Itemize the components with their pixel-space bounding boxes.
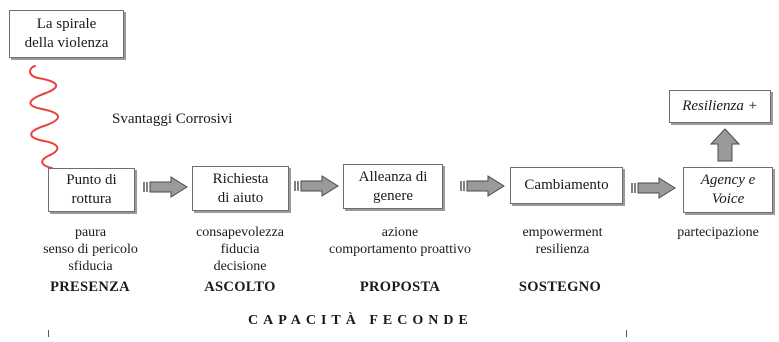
footer-right-tick	[626, 330, 627, 337]
stage-2-detail: fiducia	[220, 242, 260, 257]
stage-3-details: azione comportamento proattivo	[315, 224, 485, 258]
stage-4-detail: empowerment	[522, 225, 603, 240]
stage-5-detail: partecipazione	[677, 225, 759, 240]
right-arrow-icon	[294, 175, 339, 197]
resilience-label: Resilienza +	[682, 98, 758, 114]
stage-box-cambiamento: Cambiamento	[510, 167, 623, 204]
spiral-title-line-2: della violenza	[24, 35, 109, 51]
right-arrow-icon	[143, 176, 188, 198]
caption-ascolto: ASCOLTO	[204, 279, 276, 295]
resilience-box: Resilienza +	[669, 90, 771, 123]
up-arrow-icon	[709, 128, 741, 162]
stage-3-detail: comportamento proattivo	[329, 242, 471, 257]
stage-box-richiesta-di-aiuto: Richiesta di aiuto	[192, 166, 289, 211]
spiral-title-box: La spirale della violenza	[9, 10, 124, 58]
stage-1-line-2: rottura	[71, 191, 112, 207]
stage-box-agency-e-voice: Agency e Voice	[683, 167, 773, 213]
stage-1-details: paura senso di pericolo sfiducia	[18, 224, 163, 275]
stage-3-line-1: Alleanza di	[358, 168, 428, 185]
stage-1-line-1: Punto di	[66, 172, 117, 188]
stage-4-details: empowerment resilienza	[510, 224, 615, 258]
stage-box-alleanza-di-genere: Alleanza di genere	[343, 164, 443, 209]
stage-2-detail: decisione	[213, 259, 267, 274]
stage-3-line-2: genere	[373, 187, 413, 204]
stage-5-details: partecipazione	[662, 224, 774, 241]
stage-2-line-1: Richiesta	[212, 170, 269, 187]
stage-1-detail: paura	[74, 225, 107, 240]
right-arrow-icon	[460, 175, 505, 197]
stage-1-detail: senso di pericolo	[43, 242, 138, 257]
stage-3-detail: azione	[381, 225, 419, 240]
caption-sostegno: SOSTEGNO	[518, 279, 602, 295]
stage-2-details: consapevolezza fiducia decisione	[175, 224, 305, 275]
stage-2-detail: consapevolezza	[196, 225, 284, 240]
spiral-label: Svantaggi Corrosivi	[112, 111, 233, 127]
stage-5-line-1: Agency e	[700, 172, 756, 188]
spiral-title-line-1: La spirale	[36, 16, 97, 32]
stage-box-punto-di-rottura: Punto di rottura	[48, 168, 135, 212]
footer-capacita-feconde: CAPACITÀ FECONDE	[248, 313, 473, 328]
caption-presenza: PRESENZA	[50, 279, 130, 295]
stage-4-line-1: Cambiamento	[524, 177, 609, 193]
spiral-icon	[29, 65, 59, 169]
stage-1-detail: sfiducia	[68, 259, 113, 274]
right-arrow-icon	[631, 177, 676, 199]
stage-2-line-2: di aiuto	[217, 189, 264, 206]
caption-proposta: PROPOSTA	[359, 279, 441, 295]
stage-5-line-2: Voice	[711, 191, 745, 207]
footer-left-tick	[48, 330, 49, 337]
stage-4-detail: resilienza	[535, 242, 590, 257]
